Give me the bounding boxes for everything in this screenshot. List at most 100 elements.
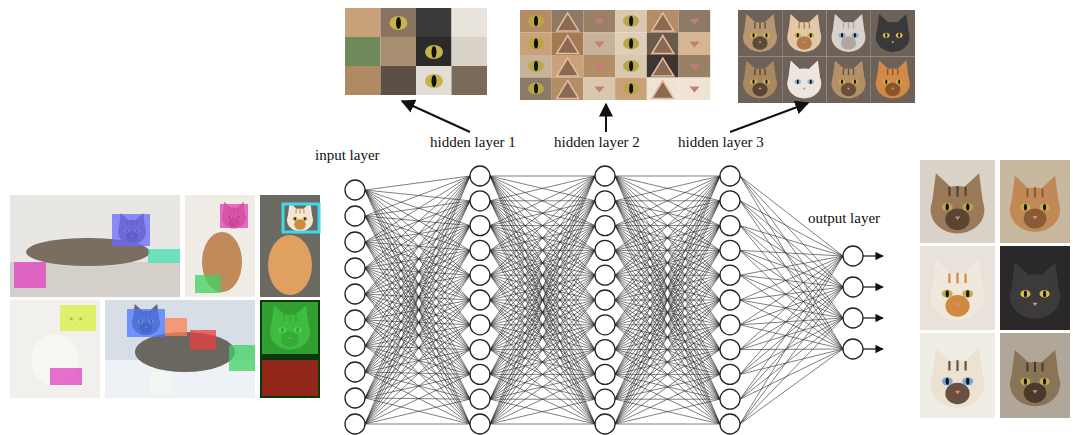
output-photo [920, 333, 995, 418]
cat-muzzle [841, 83, 856, 97]
weight-line [740, 275, 843, 349]
cat-pupil [810, 33, 812, 37]
weight-line [490, 176, 595, 300]
cat-head [832, 69, 866, 99]
layer-label: input layer [313, 147, 382, 164]
cat-eye [750, 33, 757, 38]
weight-line [490, 350, 595, 424]
weight-line [615, 201, 720, 424]
feature-tile [738, 10, 782, 57]
eye-pupil [629, 16, 633, 26]
cat-head [876, 69, 910, 99]
feature-tile [679, 55, 711, 78]
weight-line [365, 250, 470, 268]
neuron-circle [720, 240, 740, 260]
eye-feature [623, 83, 639, 95]
weight-line [740, 287, 843, 300]
eye-feature [528, 38, 544, 50]
cat-muzzle [945, 295, 969, 317]
feature-tile [583, 33, 615, 56]
cat-stripes [296, 209, 304, 214]
cat-pupil [294, 217, 296, 220]
feature-arrow [730, 103, 808, 132]
cat-eye [942, 290, 953, 298]
feature-tile [679, 78, 711, 101]
weight-line [740, 226, 843, 256]
cat-pupil [753, 33, 755, 37]
neuron-circle [843, 308, 863, 328]
cat-nose [955, 391, 960, 395]
layer-label: hidden layer 1 [428, 134, 518, 151]
feature-tile [381, 66, 417, 95]
weight-line [490, 325, 595, 424]
weight-line [490, 226, 595, 424]
weight-line [365, 275, 470, 398]
cat-pupil [797, 33, 799, 37]
neuron-circle [345, 388, 365, 408]
feature-arrow [402, 101, 470, 132]
neuron-circle [843, 277, 863, 297]
weight-line [365, 176, 470, 346]
cat-eye [942, 377, 953, 385]
feature-tile [827, 57, 871, 104]
weight-line [490, 399, 595, 424]
weight-line [365, 242, 470, 300]
weight-line [615, 275, 720, 424]
feature-tile [871, 10, 915, 57]
neuron-circle [470, 216, 490, 236]
weight-line [365, 250, 470, 424]
feature-tile [615, 78, 647, 101]
feature-tile [782, 57, 826, 104]
weight-line [490, 176, 595, 201]
highlight-box [148, 249, 180, 263]
feature-tile [827, 10, 871, 57]
neuron-circle [720, 166, 740, 186]
feature-tile [452, 37, 488, 66]
nose-feature [690, 87, 700, 93]
weight-line [615, 176, 720, 399]
layer-label: hidden layer 2 [552, 134, 642, 151]
weight-line [365, 325, 470, 424]
eye-pupil [534, 39, 538, 49]
cat-pupil [1043, 291, 1046, 298]
nose-feature [594, 64, 604, 70]
cat-head [787, 69, 821, 99]
eye-pupil [629, 39, 633, 49]
output-arrow [863, 255, 883, 256]
input-photo [10, 300, 100, 398]
cat-pupil [1024, 291, 1027, 298]
cat-stripes [843, 22, 853, 29]
feature-tile [520, 33, 552, 56]
cat-head [1010, 274, 1060, 318]
weight-line [490, 176, 595, 399]
highlight-box [14, 262, 46, 288]
cat-eye [1020, 378, 1030, 386]
weight-line [615, 176, 720, 350]
neuron-circle [470, 240, 490, 260]
neuron-circle [345, 258, 365, 278]
weight-line [490, 176, 595, 300]
weight-line [365, 250, 470, 372]
neuron-circle [345, 310, 365, 330]
feature-tile [520, 55, 552, 78]
neuron-circle [720, 364, 740, 384]
cat-muzzle [1024, 383, 1047, 403]
weight-line [365, 275, 470, 372]
eye-pupil [534, 16, 538, 26]
weight-line [490, 176, 595, 275]
weight-line [740, 318, 843, 325]
output-photos [920, 160, 1070, 418]
cat-eye [839, 79, 846, 84]
cat-stripes [949, 186, 965, 197]
eye-feature [623, 38, 639, 50]
feature-tile [381, 8, 417, 37]
weight-line [490, 201, 595, 424]
eye-feature [623, 60, 639, 72]
weight-line [490, 176, 595, 350]
neuron-circle [595, 216, 615, 236]
input-photo [260, 195, 320, 297]
feature-tile [345, 66, 381, 95]
weight-line [365, 242, 470, 424]
cat-nose [1032, 216, 1037, 219]
